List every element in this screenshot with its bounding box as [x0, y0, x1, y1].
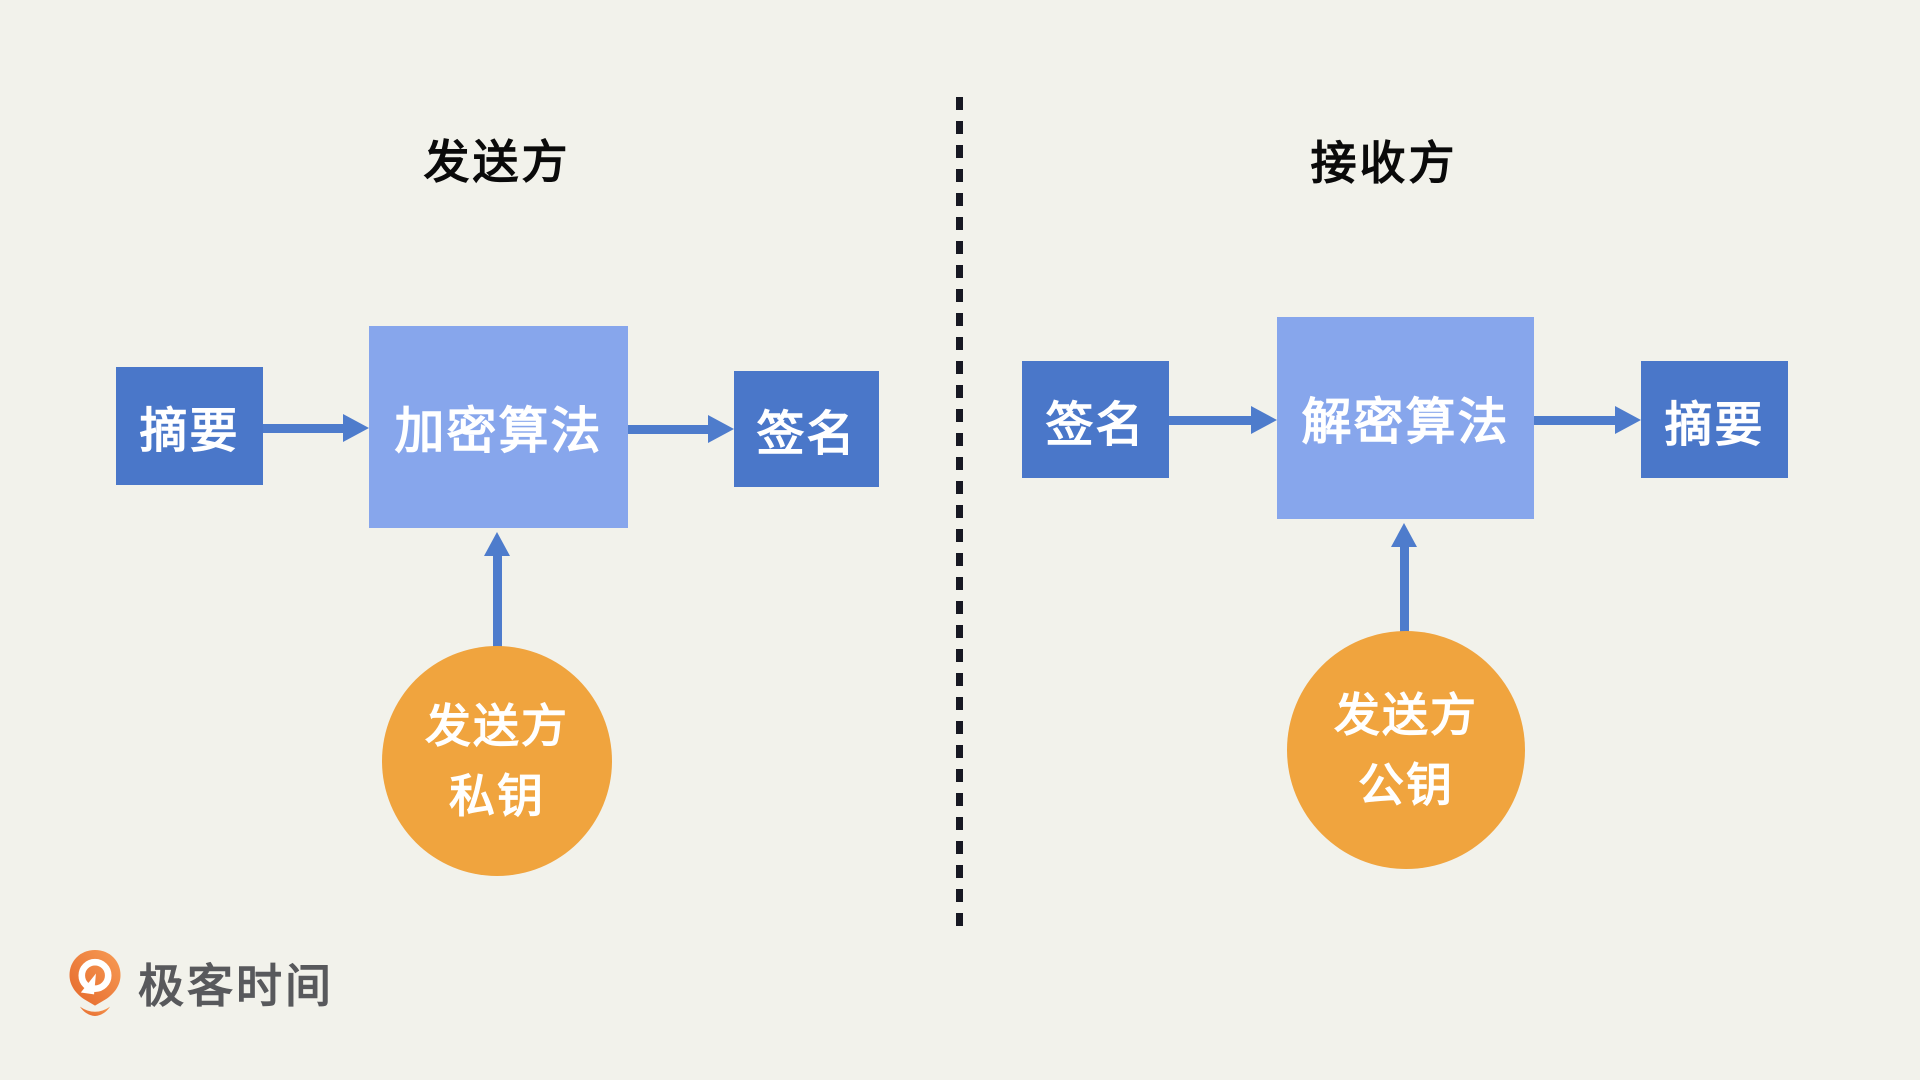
encrypt-algorithm-box: 加密算法 [369, 326, 628, 528]
arrow-shaft [1169, 415, 1251, 425]
sender-signature-box: 签名 [734, 371, 879, 487]
encrypt-algorithm-label: 加密算法 [394, 403, 603, 459]
arrow-shaft [628, 424, 708, 434]
arrow-head-icon [1391, 523, 1417, 547]
divider-dashed-line [956, 97, 963, 928]
sender-digest-label: 摘要 [139, 405, 240, 458]
receiver-title: 接收方 [1310, 137, 1458, 189]
arrow-head-icon [1251, 406, 1277, 434]
receiver-signature-label: 签名 [1045, 398, 1146, 452]
arrow-head-icon [708, 415, 734, 443]
sender-digest-box: 摘要 [116, 367, 263, 485]
receiver-digest-box: 摘要 [1641, 361, 1788, 478]
sender-private-key-circle: 发送方 私钥 [382, 646, 612, 876]
geektime-logo: 极客时间 [66, 948, 334, 1018]
sender-public-key-circle: 发送方 公钥 [1287, 631, 1525, 869]
arrow-private-key-to-encrypt [484, 532, 510, 648]
arrow-shaft [1534, 415, 1615, 425]
decrypt-algorithm-box: 解密算法 [1277, 317, 1534, 519]
arrow-head-icon [343, 414, 369, 442]
arrow-public-key-to-decrypt [1391, 523, 1417, 634]
arrow-shaft [1399, 547, 1409, 634]
public-key-line1: 发送方 [1334, 689, 1478, 741]
geektime-logo-icon [66, 949, 124, 1017]
arrow-encrypt-to-signature [628, 415, 734, 443]
arrow-digest-to-encrypt [263, 414, 369, 442]
decrypt-algorithm-label: 解密算法 [1301, 394, 1510, 450]
arrow-shaft [263, 423, 343, 433]
receiver-signature-box: 签名 [1022, 361, 1169, 478]
arrow-decrypt-to-digest [1534, 406, 1641, 434]
arrow-shaft [492, 556, 502, 648]
public-key-line2: 公钥 [1358, 759, 1454, 811]
arrow-head-icon [1615, 406, 1641, 434]
private-key-line2: 私钥 [449, 770, 545, 822]
geektime-logo-text: 极客时间 [138, 960, 334, 1012]
sender-signature-label: 签名 [756, 408, 857, 461]
private-key-line1: 发送方 [425, 700, 569, 752]
arrow-signature-to-decrypt [1169, 406, 1277, 434]
sender-title: 发送方 [423, 136, 571, 188]
receiver-digest-label: 摘要 [1664, 398, 1765, 452]
arrow-head-icon [484, 532, 510, 556]
